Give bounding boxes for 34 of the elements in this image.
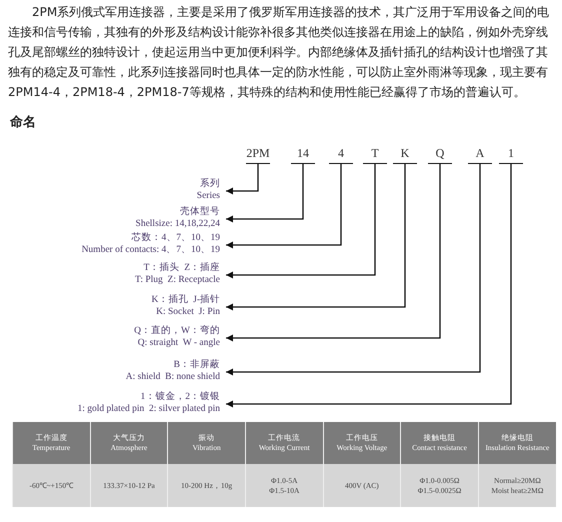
code-description: 壳体型号 [179, 206, 220, 218]
code-description: T: Plug Z: Receptacle [135, 274, 220, 286]
code-description: Series [196, 190, 220, 202]
connector-arrow [226, 164, 259, 194]
code-segment: A [468, 144, 492, 164]
intro-paragraph: 2PM系列俄式军用连接器，主要是采用了俄罗斯军用连接器的技术，其广泛用于军用设备之间的电连接和信号传输，其独有的外形及结构设计能弥补很多其他类似连接器在用途上的缺陷，例如外壳穿线孔及尾部螺丝的独特设计，使起运用当中更加便利科学。内部绝缘体及插针插孔的结构设计也增强了其独有的稳定及可靠性，此系列连接器同时也具体一定的防水性能，可以防止室外雨淋等现象，现主要有2PM14-4，2PM18-4，2PM18-7等规格，其特殊的结构和使用性能已经赢得了市场的普遍认可。 [8, 4, 550, 101]
connector-arrow [226, 164, 481, 376]
code-segment: 2PM [246, 144, 270, 164]
code-description: Shellsize: 14,18,22,24 [136, 218, 220, 230]
code-segment: 14 [291, 144, 315, 164]
code-description: Q: straight W - angle [136, 337, 220, 349]
connector-arrow [226, 164, 342, 248]
connector-arrow [226, 164, 406, 310]
code-description: 1: gold plated pin 2: silver plated pin [78, 403, 220, 415]
code-segment: 4 [329, 144, 353, 164]
code-description: K：插孔 J-插针 [152, 294, 220, 306]
code-description: 系列 [199, 178, 220, 190]
code-description: Q：直的，W：弯的 [134, 325, 220, 337]
connector-arrow [226, 164, 512, 408]
code-description: B：非屏蔽 [172, 359, 220, 371]
code-description: 1：镀金，2：镀银 [140, 391, 220, 403]
code-segment: K [393, 144, 417, 164]
code-description: T：插头 Z：插座 [142, 262, 220, 274]
connector-arrow [226, 164, 376, 278]
code-segment: T [363, 144, 387, 164]
code-description: Number of contacts: 4、7、10、19 [82, 244, 220, 256]
section-heading: 命名 [10, 114, 36, 131]
connector-arrow [226, 164, 441, 342]
code-segment: 1 [499, 144, 523, 164]
code-description: 芯数：4、7、10、19 [130, 232, 220, 244]
code-description: K: Socket J: Pin [155, 306, 220, 318]
code-segment: Q [428, 144, 452, 164]
connector-arrow [226, 164, 304, 222]
code-description: A: shield B: none shield [126, 371, 220, 383]
